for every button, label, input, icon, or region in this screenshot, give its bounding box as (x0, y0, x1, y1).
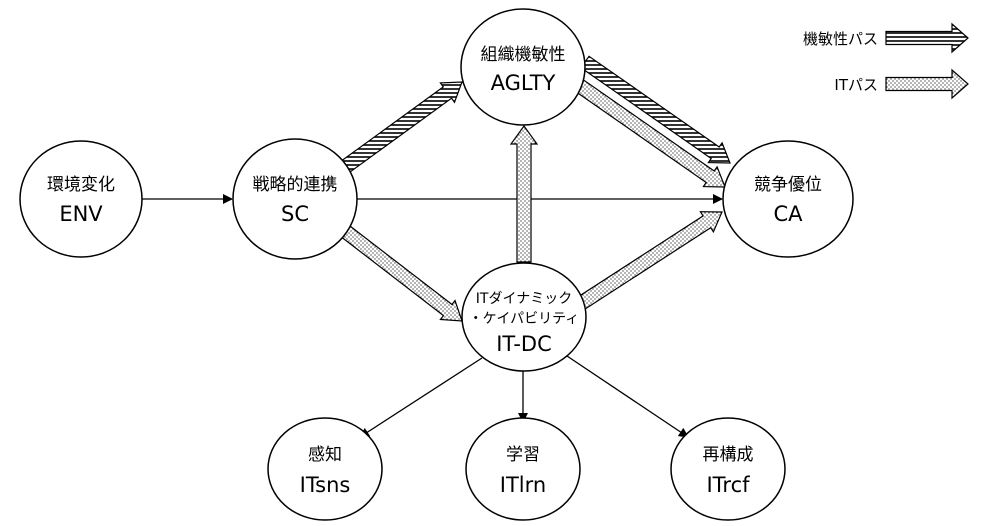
legend-it-path-swatch (885, 68, 969, 100)
node-aglty-label-en: AGLTY (491, 71, 556, 95)
node-itrcf-label-ja: 再構成 (703, 445, 754, 465)
legend-agility-path-label: 機敏性パス (803, 30, 878, 48)
node-ca-label-ja: 競争優位 (754, 175, 822, 195)
it-arrow-itdc-to-aglty (509, 124, 539, 263)
legend-it-path-arrow (885, 68, 969, 100)
node-itdc: ITダイナミック ・ケイパビリティ IT-DC (461, 262, 587, 372)
node-ca: 競争優位 CA (722, 140, 854, 258)
node-itdc-label-ja-line1: ITダイナミック (476, 291, 572, 307)
node-sc-label-en: SC (281, 202, 309, 226)
node-env-label-en: ENV (59, 202, 103, 226)
node-itrcf-label-en: ITrcf (706, 473, 750, 497)
node-itdc-label-ja-line2: ・ケイパビリティ (469, 311, 580, 327)
node-aglty: 組織機敏性 AGLTY (460, 8, 586, 126)
node-env-label-ja: 環境変化 (47, 175, 115, 195)
node-env: 環境変化 ENV (19, 140, 143, 258)
node-aglty-label-ja: 組織機敏性 (481, 45, 566, 65)
node-itrcf: 再構成 ITrcf (670, 417, 786, 521)
node-itlrn: 学習 ITlrn (465, 417, 581, 521)
legend-agility-path-swatch (885, 22, 969, 54)
node-sc-label-ja: 戦略的連携 (253, 175, 338, 195)
agility-arrow-aglty-to-ca (580, 55, 731, 164)
arrow-itdc-to-itsns (359, 357, 483, 438)
node-itsns-label-en: ITsns (300, 473, 351, 497)
agility-arrow-sc-to-aglty (340, 81, 463, 174)
node-itlrn-label-ja: 学習 (506, 445, 540, 465)
it-arrow-aglty-to-ca (575, 79, 726, 188)
node-itsns-label-ja: 感知 (308, 445, 342, 465)
block-arrows (339, 55, 731, 322)
node-sc: 戦略的連携 SC (232, 138, 358, 260)
it-arrow-sc-to-itdc (339, 224, 463, 322)
arrow-itdc-to-itrcf (566, 355, 689, 438)
node-itlrn-label-en: ITlrn (500, 473, 546, 497)
legend: 機敏性パス ITパス (803, 22, 969, 100)
node-itdc-label-en: IT-DC (496, 332, 552, 356)
it-arrow-itdc-to-ca (575, 211, 723, 311)
node-ca-label-en: CA (773, 202, 803, 226)
node-itsns: 感知 ITsns (267, 417, 383, 521)
legend-agility-path-arrow (885, 22, 969, 54)
legend-it-path-label: ITパス (834, 76, 878, 94)
